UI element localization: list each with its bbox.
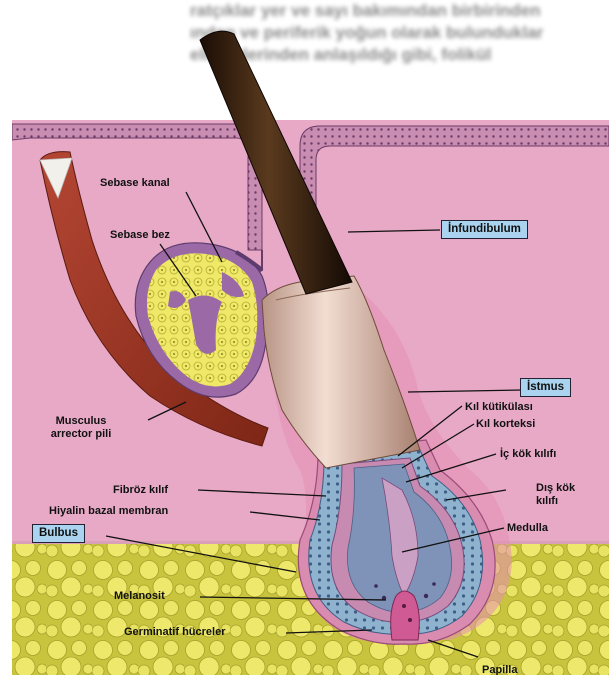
label-box-istmus: İstmus (520, 378, 571, 397)
label-germinatif-hucreler: Germinatif hücreler (124, 626, 225, 638)
label-ic-kok-kilifi: İç kök kılıfı (500, 448, 556, 460)
label-musculus: Musculus (33, 415, 129, 427)
label-fibroz-kilif: Fibröz kılıf (113, 484, 168, 496)
label-sebase-bez: Sebase bez (110, 229, 170, 241)
label-hiyalin-bazal-membran: Hiyalin bazal membran (49, 505, 168, 517)
label-box-bulbus: Bulbus (32, 524, 85, 543)
label-kilifi: kılıfı (536, 495, 558, 507)
label-box-infundibulum: İnfundibulum (441, 220, 528, 239)
label-dis-kok: Dış kök (536, 482, 575, 494)
dermal-papilla (391, 591, 420, 640)
label-melanosit: Melanosit (114, 590, 165, 602)
label-medulla: Medulla (507, 522, 548, 534)
label-sebase-kanal: Sebase kanal (100, 177, 170, 189)
label-kil-korteksi: Kıl korteksi (476, 418, 535, 430)
label-arrector-pili: arrector pili (33, 428, 129, 440)
label-papilla: Papilla (482, 664, 517, 675)
label-kil-kutikulasi: Kıl kütikülası (465, 401, 533, 413)
